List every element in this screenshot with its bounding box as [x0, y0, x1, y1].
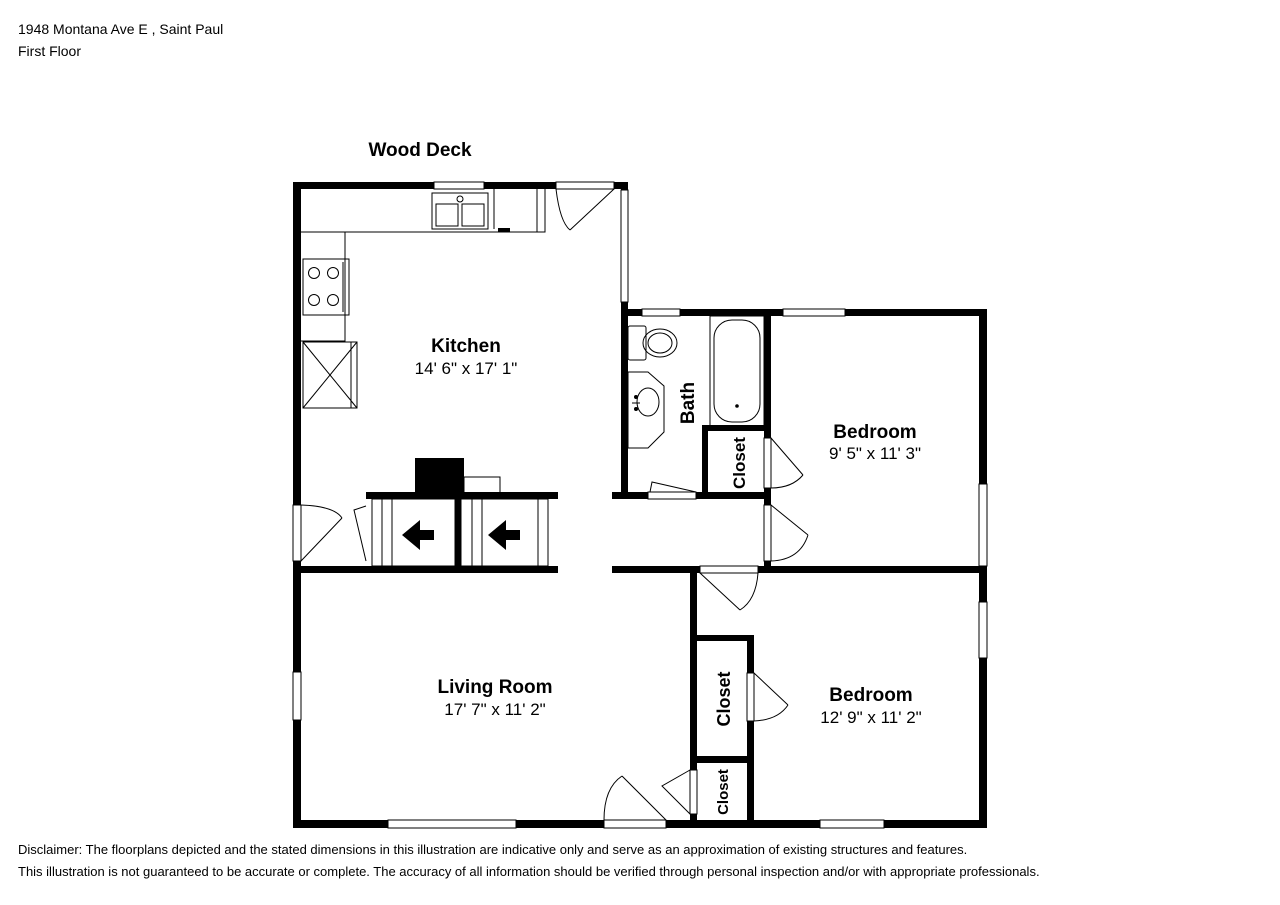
closet1-name: Closet [730, 437, 749, 489]
disclaimer-line1: Disclaimer: The floorplans depicted and … [18, 842, 968, 857]
bedroom2-name: Bedroom [829, 685, 912, 706]
address-text: 1948 Montana Ave E , Saint Paul [18, 21, 224, 37]
closet2-name: Closet [714, 671, 734, 726]
doors [292, 181, 809, 829]
bedroom2-dims: 12' 9" x 11' 2" [820, 708, 921, 727]
kitchen-fixtures [301, 189, 546, 495]
bath-fixtures [627, 315, 765, 449]
labels: Wood Deck Kitchen 14' 6" x 17' 1" Bath B… [368, 140, 921, 815]
refrigerator-icon [302, 341, 358, 409]
bathtub-icon [709, 315, 765, 427]
stove-icon [302, 258, 350, 316]
floor-label: First Floor [18, 43, 81, 59]
living-room-dims: 17' 7" x 11' 2" [444, 700, 545, 719]
sink-icon [431, 189, 538, 232]
disclaimer-line2: This illustration is not guaranteed to b… [18, 864, 1040, 879]
windows [292, 181, 988, 829]
toilet-icon [627, 325, 678, 361]
living-room-name: Living Room [437, 677, 552, 698]
kitchen-dims: 14' 6" x 17' 1" [415, 359, 518, 378]
stairs [371, 498, 549, 567]
walls [293, 182, 987, 828]
kitchen-name: Kitchen [431, 336, 501, 357]
vanity-sink-icon [627, 371, 665, 449]
bedroom1-name: Bedroom [833, 422, 916, 443]
bath-name: Bath [678, 382, 699, 424]
stair-arrow-icon [402, 520, 520, 550]
closet3-name: Closet [715, 769, 732, 815]
deck-label: Wood Deck [368, 140, 472, 161]
bedroom1-dims: 9' 5" x 11' 3" [829, 444, 921, 463]
